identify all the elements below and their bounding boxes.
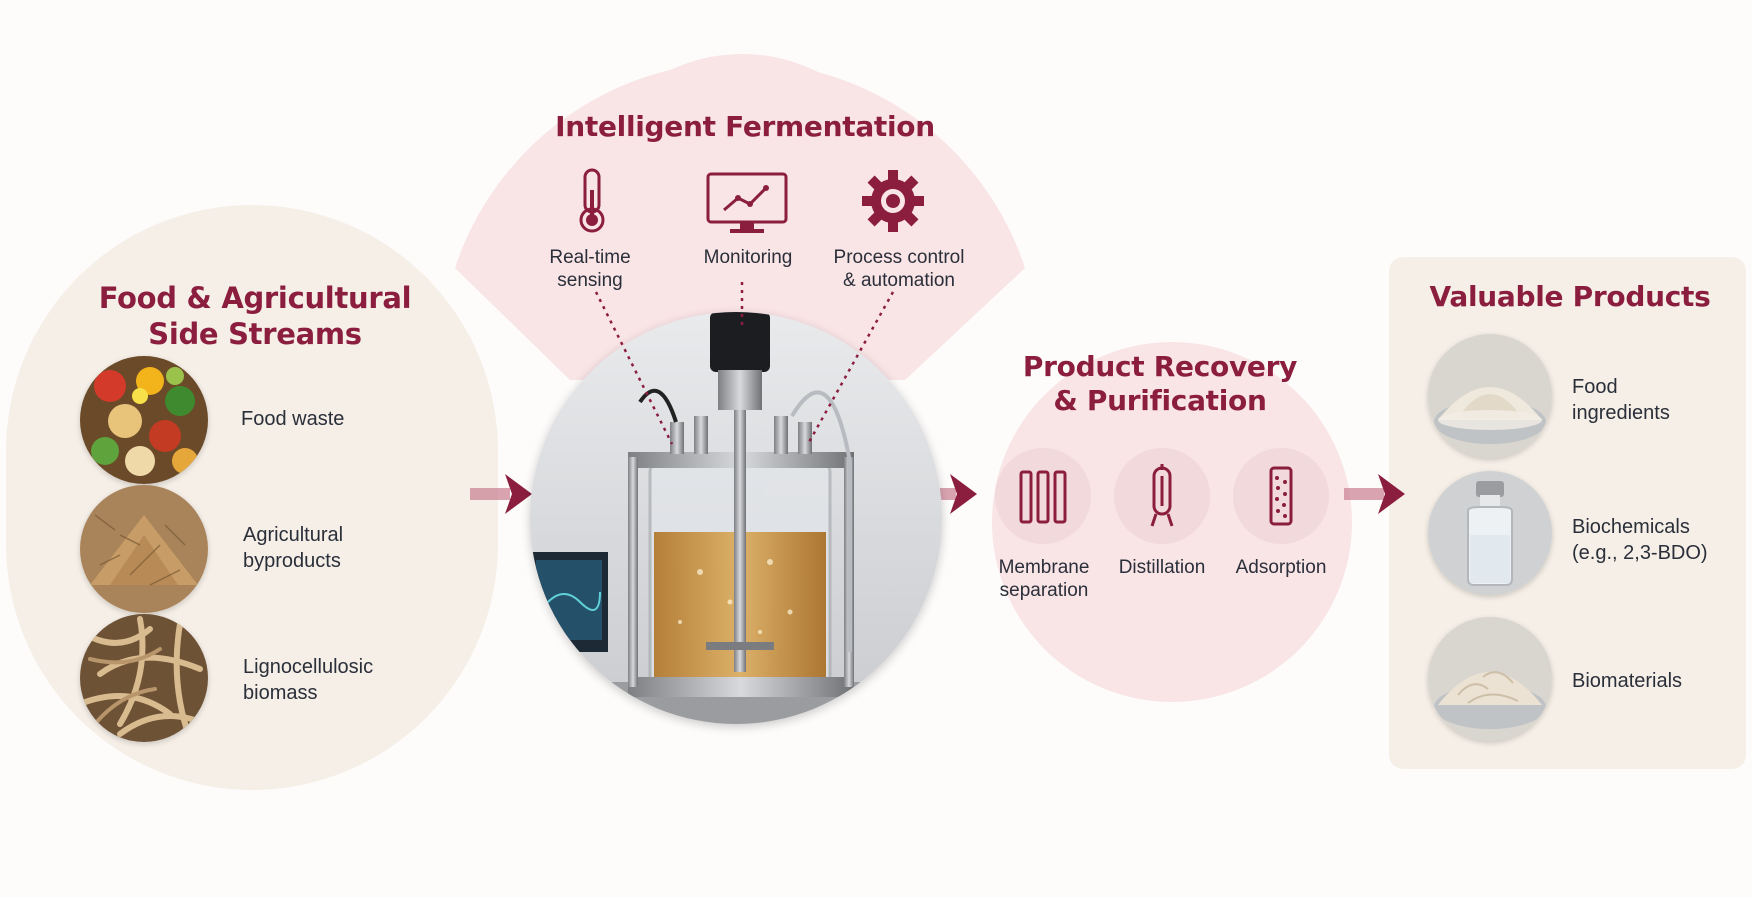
adsorption-icon-circle [1233, 448, 1329, 544]
fermentation-feature-label-3: Process control & automation [833, 247, 965, 291]
biomaterial-bowl-image [1428, 617, 1552, 741]
products-title: Valuable Products [1429, 280, 1711, 313]
product-label-2: Biochemicals (e.g., 2,3-BDO) [1572, 516, 1708, 564]
fermentation-title: Intelligent Fermentation [555, 110, 935, 143]
distillation-column-icon [1150, 464, 1174, 527]
fermentation-feature-label-1: Real-time sensing [549, 247, 631, 291]
recovery-method-label-2: Distillation [1118, 557, 1206, 578]
food-waste-image [80, 356, 208, 484]
product-label-1: Food ingredients [1572, 376, 1670, 424]
gear-icon [862, 170, 924, 232]
arrow-3 [1344, 474, 1405, 514]
arrow-1 [470, 474, 532, 514]
monitor-chart-icon [706, 172, 788, 233]
side-stream-label-3: Lignocellulosic biomass [243, 656, 374, 704]
thermometer-icon [579, 168, 605, 233]
agricultural-byproducts-image [80, 485, 208, 613]
vial-image [1428, 471, 1552, 595]
recovery-method-label-1: Membrane separation [998, 557, 1090, 601]
side-streams-title: Food & Agricultural Side Streams [98, 281, 412, 351]
lignocellulosic-biomass-image [80, 614, 208, 742]
side-stream-label-1: Food waste [241, 408, 345, 430]
membrane-icon-circle [995, 448, 1091, 544]
adsorption-column-icon [1269, 466, 1293, 526]
recovery-method-label-3: Adsorption [1235, 557, 1327, 578]
product-label-3: Biomaterials [1572, 670, 1683, 692]
side-stream-label-2: Agricultural byproducts [243, 524, 344, 572]
membrane-icon [1019, 470, 1067, 524]
fermentation-feature-label-2: Monitoring [703, 247, 793, 268]
recovery-title: Product Recovery & Purification [1022, 350, 1298, 417]
powder-bowl-image [1428, 334, 1552, 458]
